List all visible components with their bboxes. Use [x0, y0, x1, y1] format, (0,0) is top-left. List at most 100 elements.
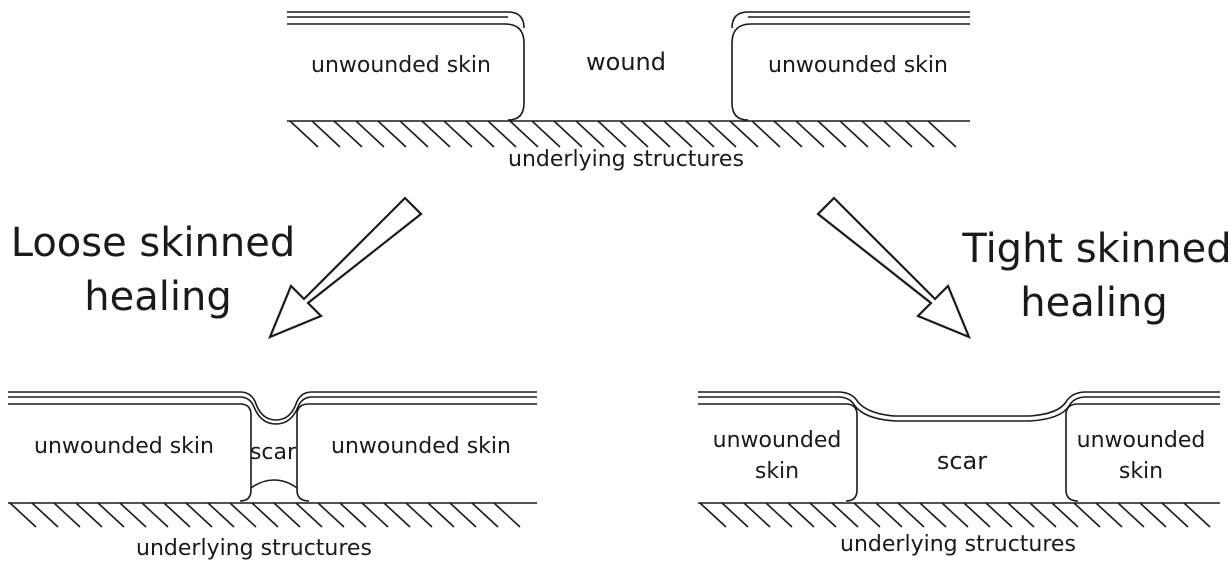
hatch-line — [1008, 503, 1034, 527]
hatch-line — [576, 121, 604, 147]
hatch-line — [120, 503, 146, 527]
top-right-skin-label: unwounded skin — [768, 53, 948, 78]
top-panel: unwounded skin wound unwounded skin unde… — [287, 12, 970, 172]
hatch-line — [422, 121, 450, 147]
hatch-line — [722, 503, 748, 527]
hatch-line — [98, 503, 124, 527]
hatch-line — [1162, 503, 1188, 527]
hatch-line — [274, 503, 300, 527]
tight-title-line2: healing — [1020, 280, 1167, 326]
hatch-line — [142, 503, 168, 527]
hatch-line — [862, 121, 890, 147]
loose-hatching — [10, 503, 520, 527]
hatch-line — [428, 503, 454, 527]
loose-arrow — [270, 198, 421, 337]
hatch-line — [598, 121, 626, 147]
top-left-skin-label: unwounded skin — [311, 53, 491, 78]
hatch-line — [164, 503, 190, 527]
hatch-line — [620, 121, 648, 147]
hatch-line — [472, 503, 498, 527]
tight-panel: unwounded skin scar unwounded skin under… — [698, 392, 1220, 557]
hatch-line — [774, 121, 802, 147]
top-hatching — [290, 121, 956, 147]
hatch-line — [928, 121, 956, 147]
hatch-line — [290, 121, 318, 147]
hatch-line — [334, 121, 362, 147]
hatch-line — [32, 503, 58, 527]
hatch-line — [554, 121, 582, 147]
tight-left-skin-label-line2: skin — [755, 459, 799, 484]
loose-scar-label: scar — [250, 440, 297, 465]
hatch-line — [230, 503, 256, 527]
tight-base-label: underlying structures — [840, 532, 1076, 557]
loose-left-skin-label: unwounded skin — [34, 434, 214, 459]
hatch-line — [1140, 503, 1166, 527]
tight-hatching — [700, 503, 1210, 527]
hatch-line — [898, 503, 924, 527]
loose-skin-surface — [8, 392, 537, 424]
hatch-line — [766, 503, 792, 527]
loose-title-line2: healing — [84, 274, 231, 320]
hatch-line — [356, 121, 384, 147]
hatch-line — [906, 121, 934, 147]
tight-left-skin-label-line1: unwounded — [713, 428, 842, 453]
hatch-line — [1052, 503, 1078, 527]
hatch-line — [510, 121, 538, 147]
hatch-line — [450, 503, 476, 527]
hatch-line — [406, 503, 432, 527]
hatch-line — [642, 121, 670, 147]
hatch-line — [1096, 503, 1122, 527]
top-wound-label: wound — [586, 48, 666, 76]
hatch-line — [444, 121, 472, 147]
hatch-line — [340, 503, 366, 527]
tight-arrow — [818, 198, 969, 337]
hatch-line — [532, 121, 560, 147]
hatch-line — [840, 121, 868, 147]
hatch-line — [920, 503, 946, 527]
tight-title-line1: Tight skinned — [961, 226, 1231, 272]
hatch-line — [186, 503, 212, 527]
hatch-line — [362, 503, 388, 527]
tight-right-skin-label-line2: skin — [1119, 459, 1163, 484]
hatch-line — [252, 503, 278, 527]
tight-skin-surface — [698, 392, 1220, 421]
hatch-line — [488, 121, 516, 147]
hatch-line — [1118, 503, 1144, 527]
hatch-line — [76, 503, 102, 527]
hatch-line — [1184, 503, 1210, 527]
hatch-line — [10, 503, 36, 527]
hatch-line — [1030, 503, 1056, 527]
hatch-line — [466, 121, 494, 147]
hatch-line — [730, 121, 758, 147]
hatch-line — [400, 121, 428, 147]
hatch-line — [312, 121, 340, 147]
hatch-line — [494, 503, 520, 527]
hatch-line — [810, 503, 836, 527]
hatch-line — [884, 121, 912, 147]
hatch-line — [708, 121, 736, 147]
hatch-line — [854, 503, 880, 527]
hatch-line — [744, 503, 770, 527]
hatch-line — [832, 503, 858, 527]
hatch-line — [686, 121, 714, 147]
hatch-line — [752, 121, 780, 147]
hatch-line — [378, 121, 406, 147]
hatch-line — [384, 503, 410, 527]
hatch-line — [208, 503, 234, 527]
hatch-line — [964, 503, 990, 527]
hatch-line — [700, 503, 726, 527]
loose-base-label: underlying structures — [136, 536, 372, 561]
tight-scar-label: scar — [937, 447, 987, 475]
hatch-line — [876, 503, 902, 527]
top-base-label: underlying structures — [508, 147, 744, 172]
hatch-line — [1074, 503, 1100, 527]
hatch-line — [54, 503, 80, 527]
loose-scar-outline — [251, 480, 297, 488]
hatch-line — [986, 503, 1012, 527]
tight-right-skin-label-line1: unwounded — [1077, 428, 1206, 453]
loose-panel: unwounded skin scar unwounded skin under… — [8, 392, 537, 561]
hatch-line — [818, 121, 846, 147]
hatch-line — [788, 503, 814, 527]
hatch-line — [942, 503, 968, 527]
